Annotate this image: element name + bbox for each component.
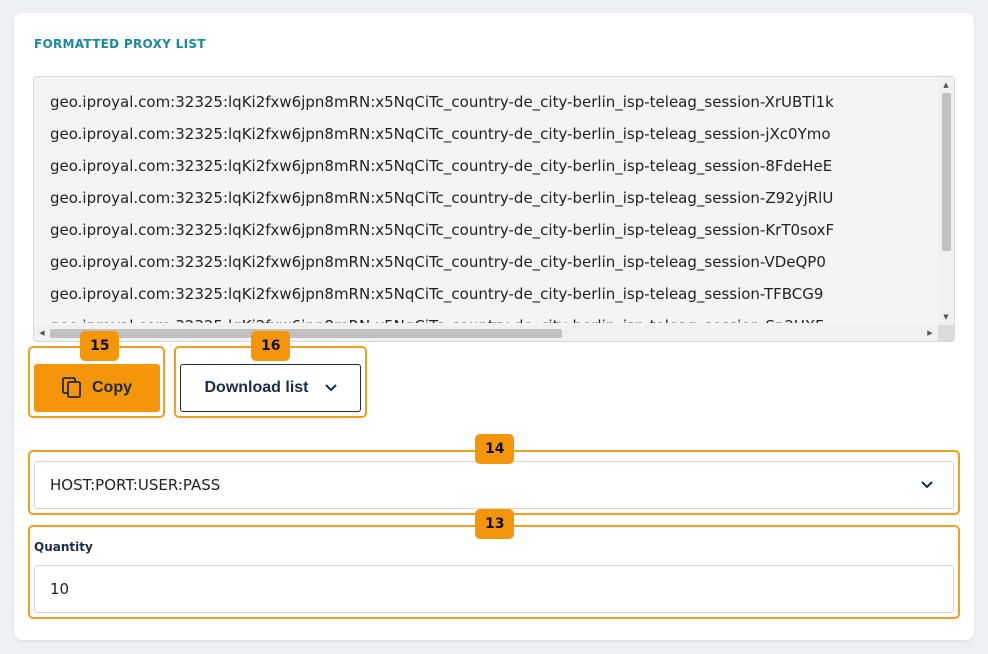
vertical-scrollbar[interactable]: ▲ ▼ xyxy=(938,77,954,325)
badge-format: 14 xyxy=(475,434,515,464)
copy-button-label: Copy xyxy=(92,379,132,396)
badge-quantity: 13 xyxy=(475,509,515,539)
section-title: FORMATTED PROXY LIST xyxy=(34,37,206,51)
chevron-down-icon xyxy=(921,481,933,489)
chevron-down-icon xyxy=(324,384,337,392)
proxy-line: geo.iproyal.com:32325:lqKi2fxw6jpn8mRN:x… xyxy=(50,315,936,323)
scroll-left-icon[interactable]: ◀ xyxy=(39,329,45,337)
copy-icon xyxy=(62,377,81,398)
vertical-scroll-thumb[interactable] xyxy=(942,93,951,251)
proxy-line: geo.iproyal.com:32325:lqKi2fxw6jpn8mRN:x… xyxy=(50,93,834,111)
scroll-down-icon[interactable]: ▼ xyxy=(943,313,949,321)
proxy-line: geo.iproyal.com:32325:lqKi2fxw6jpn8mRN:x… xyxy=(50,189,834,207)
format-select-value: HOST:PORT:USER:PASS xyxy=(50,476,221,494)
proxy-line: geo.iproyal.com:32325:lqKi2fxw6jpn8mRN:x… xyxy=(50,253,826,271)
proxy-line: geo.iproyal.com:32325:lqKi2fxw6jpn8mRN:x… xyxy=(50,221,835,239)
format-select[interactable]: HOST:PORT:USER:PASS xyxy=(34,461,954,509)
badge-copy: 15 xyxy=(80,331,120,361)
proxy-line: geo.iproyal.com:32325:lqKi2fxw6jpn8mRN:x… xyxy=(50,125,831,143)
scroll-right-icon[interactable]: ▶ xyxy=(927,329,933,337)
download-button-label: Download list xyxy=(204,379,309,396)
copy-button[interactable]: Copy xyxy=(34,364,160,412)
proxy-lines: geo.iproyal.com:32325:lqKi2fxw6jpn8mRN:x… xyxy=(50,91,936,323)
proxy-list-textarea[interactable]: geo.iproyal.com:32325:lqKi2fxw6jpn8mRN:x… xyxy=(33,76,955,342)
horizontal-scrollbar[interactable]: ◀ ▶ xyxy=(34,325,938,341)
download-list-button[interactable]: Download list xyxy=(180,364,361,412)
quantity-input[interactable] xyxy=(34,565,954,613)
scroll-up-icon[interactable]: ▲ xyxy=(943,81,949,89)
horizontal-scroll-thumb[interactable] xyxy=(50,329,562,338)
scrollbar-corner xyxy=(938,325,954,341)
proxy-line: geo.iproyal.com:32325:lqKi2fxw6jpn8mRN:x… xyxy=(50,157,833,175)
badge-download: 16 xyxy=(251,331,291,361)
quantity-label: Quantity xyxy=(34,540,93,554)
proxy-line: geo.iproyal.com:32325:lqKi2fxw6jpn8mRN:x… xyxy=(50,285,824,303)
